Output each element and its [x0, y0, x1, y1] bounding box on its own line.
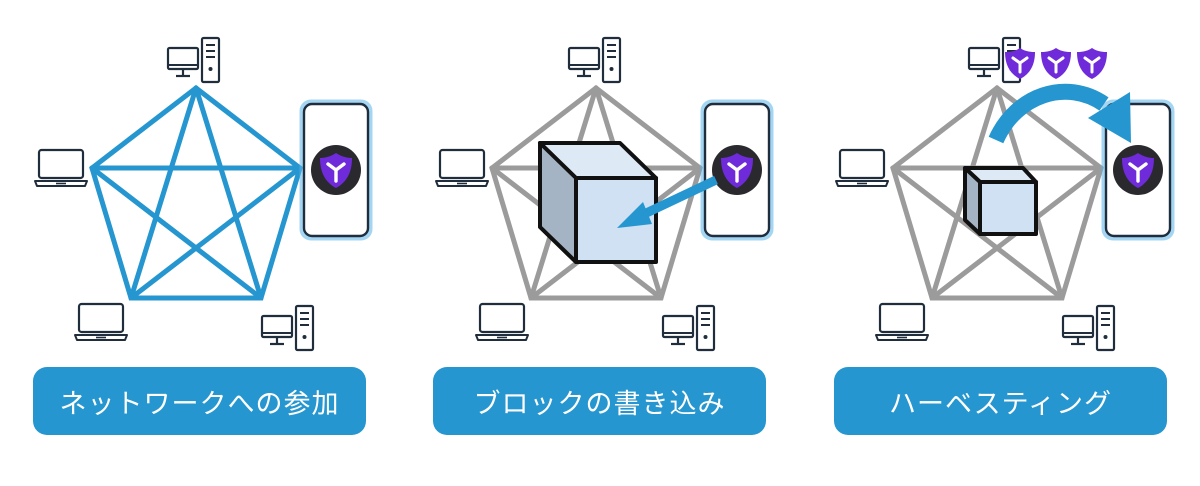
desktop-computer-icon — [1061, 304, 1116, 352]
arrow-icon — [988, 83, 1131, 144]
symbol-logo-icon — [309, 143, 363, 197]
laptop-icon — [874, 302, 930, 342]
laptop-icon — [33, 148, 89, 188]
block-cube-icon — [538, 141, 658, 264]
reward-badge-icon — [1039, 46, 1073, 81]
symbol-logo-icon — [710, 143, 764, 197]
step-label-harvesting: ハーベスティング — [834, 367, 1167, 435]
desktop-computer-icon — [661, 304, 716, 352]
symbol-logo-icon — [1111, 143, 1165, 197]
laptop-icon — [474, 302, 530, 342]
arrow-icon — [617, 175, 718, 228]
laptop-icon — [73, 302, 129, 342]
panel-network-join — [33, 36, 373, 352]
reward-badge-icon — [1075, 46, 1109, 81]
network-graph — [89, 84, 303, 301]
block-cube-icon — [963, 166, 1038, 236]
panel-harvesting — [834, 36, 1175, 352]
laptop-icon — [434, 148, 490, 188]
step-label-network-join: ネットワークへの参加 — [33, 367, 366, 435]
desktop-computer-icon — [567, 36, 622, 84]
step-label-block-writing: ブロックの書き込み — [433, 367, 766, 435]
panel-block-writing — [434, 36, 774, 352]
desktop-computer-icon — [260, 304, 315, 352]
desktop-computer-icon — [166, 36, 221, 84]
laptop-icon — [834, 148, 890, 188]
